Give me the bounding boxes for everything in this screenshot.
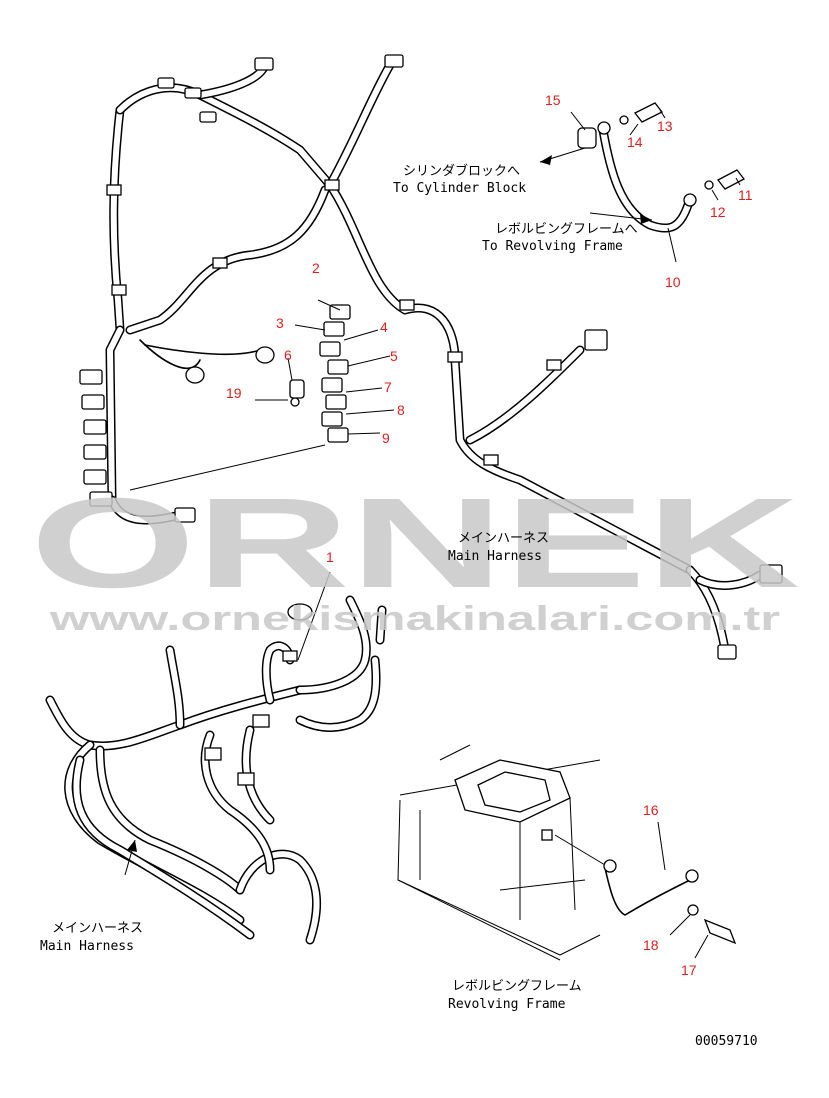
callout-3: 3 (276, 315, 284, 331)
callout-19: 19 (226, 385, 242, 401)
revolving-frame-en: Revolving Frame (448, 997, 566, 1012)
callout-17: 17 (681, 962, 697, 978)
callout-8: 8 (397, 402, 405, 418)
callout-14: 14 (627, 134, 643, 150)
callout-1: 1 (326, 549, 334, 565)
callout-numbers: 1 2 3 4 5 6 7 8 9 10 11 12 13 14 15 16 1… (226, 92, 753, 978)
callout-4: 4 (380, 319, 388, 335)
revolving-frame (397, 744, 737, 961)
callout-11: 11 (738, 187, 753, 203)
watermark-url: www.ornekismakinalari.com.tr (49, 600, 780, 638)
upper-harness (79, 54, 783, 660)
main-harness-bottom-en: Main Harness (40, 939, 134, 954)
callout-12: 12 (710, 204, 726, 220)
watermark: ORNEK www.ornekismakinalari.com.tr (30, 472, 800, 638)
watermark-brand: ORNEK (30, 472, 800, 615)
main-harness-bottom-jp: メインハーネス (52, 921, 143, 936)
lower-harness (45, 571, 387, 945)
main-harness-top-jp: メインハーネス (458, 531, 549, 546)
callout-6: 6 (284, 347, 292, 363)
sensor-stack (129, 299, 395, 491)
revolving-frame-to-en: To Revolving Frame (482, 239, 623, 254)
revolving-frame-to-jp: レボルビングフレームへ (495, 222, 638, 237)
callout-18: 18 (643, 937, 659, 953)
ground-cable-top (539, 102, 745, 263)
callout-7: 7 (384, 379, 392, 395)
callout-16: 16 (643, 802, 659, 818)
callout-15: 15 (545, 92, 561, 108)
callout-10: 10 (665, 274, 681, 290)
callout-13: 13 (657, 118, 673, 134)
revolving-frame-jp: レボルビングフレーム (452, 979, 582, 994)
callout-5: 5 (390, 348, 398, 364)
callout-2: 2 (312, 260, 320, 276)
drawing-number: 00059710 (695, 1034, 758, 1049)
cylinder-block-en: To Cylinder Block (393, 181, 526, 196)
callout-9: 9 (382, 430, 390, 446)
main-harness-top-en: Main Harness (448, 549, 542, 564)
labels: シリンダブロックへ To Cylinder Block レボルビングフレームへ … (40, 163, 758, 1049)
cylinder-block-jp: シリンダブロックへ (403, 163, 520, 179)
